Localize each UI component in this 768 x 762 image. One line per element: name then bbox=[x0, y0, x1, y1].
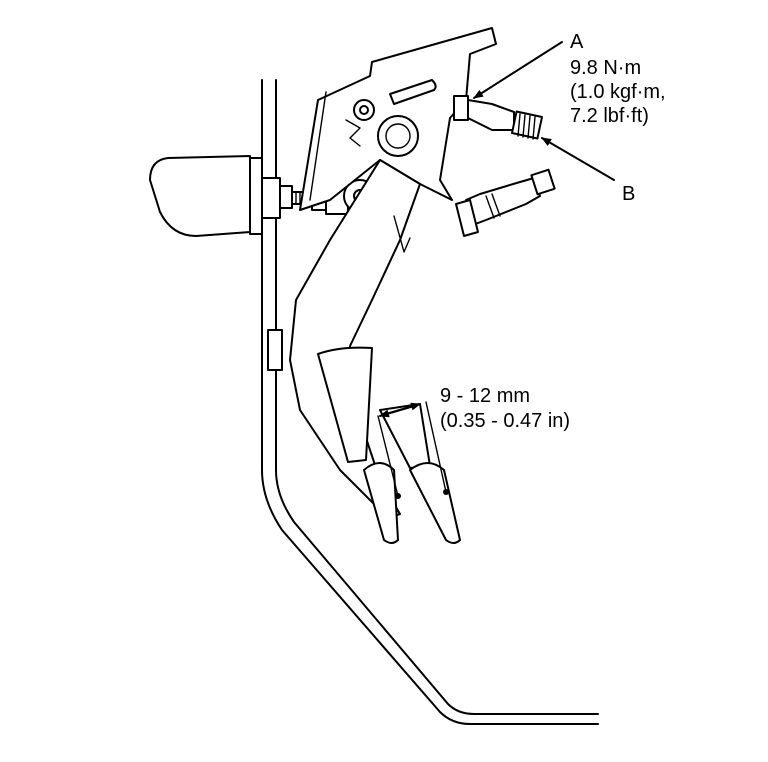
pedal-position-switch bbox=[455, 168, 556, 237]
pedal-bracket bbox=[299, 27, 497, 211]
master-cylinder-stub bbox=[149, 155, 293, 237]
pedal-pad-right bbox=[379, 403, 461, 544]
callout-a-torque-line3: 7.2 lbf·ft) bbox=[570, 105, 649, 127]
pedal-pad-left bbox=[363, 462, 401, 544]
brake-light-switch-a bbox=[453, 95, 544, 140]
firewall-panel bbox=[261, 79, 599, 725]
clearance-imperial: (0.35 - 0.47 in) bbox=[440, 410, 570, 432]
callout-a-torque-line2: (1.0 kgf·m, bbox=[570, 81, 666, 103]
brake-pedal-arm bbox=[289, 159, 421, 519]
leader-b-arrow bbox=[541, 137, 615, 181]
clearance-metric: 9 - 12 mm bbox=[440, 385, 530, 407]
leader-a-arrow bbox=[473, 41, 563, 99]
callout-a-torque-line1: 9.8 N·m bbox=[570, 57, 641, 79]
clearance-dimension bbox=[377, 401, 447, 497]
callout-b-letter: B bbox=[622, 183, 635, 205]
callout-a-letter: A bbox=[570, 31, 584, 53]
